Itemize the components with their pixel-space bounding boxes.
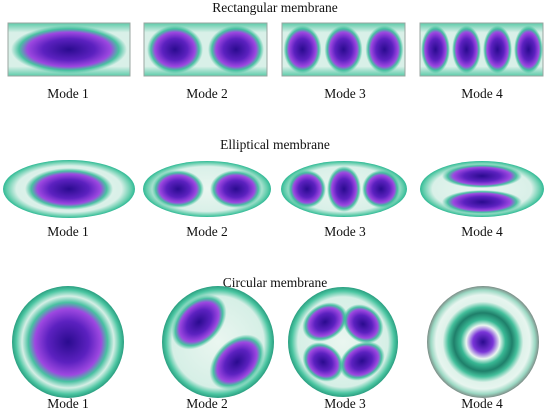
ellipse-mode-2-label: Mode 2: [186, 224, 228, 239]
rect-mode-2: [143, 22, 268, 77]
circle-mode-3-label: Mode 3: [324, 396, 366, 411]
ellipse-mode-3: [281, 161, 407, 217]
rect-mode-3: [281, 22, 406, 77]
ellipse-mode-3-label: Mode 3: [324, 224, 366, 239]
ellipse-mode-1-label: Mode 1: [47, 224, 89, 239]
section-title-rectangular: Rectangular membrane: [212, 0, 338, 15]
rect-mode-1: [7, 22, 131, 77]
section-title-circular: Circular membrane: [222, 275, 328, 290]
circle-mode-4: [427, 286, 539, 398]
ellipse-mode-4: [420, 161, 544, 217]
circle-mode-1-label: Mode 1: [47, 396, 89, 411]
circle-mode-2-label: Mode 2: [186, 396, 228, 411]
rect-mode-2-label: Mode 2: [186, 86, 228, 101]
section-title-elliptical: Elliptical membrane: [220, 137, 330, 152]
circle-mode-3: [288, 287, 398, 397]
ellipse-mode-4-label: Mode 4: [461, 224, 503, 239]
rect-mode-1-label: Mode 1: [47, 86, 89, 101]
circle-mode-4-label: Mode 4: [461, 396, 503, 411]
circle-mode-1: [12, 286, 124, 398]
rect-mode-4: [419, 22, 544, 77]
ellipse-mode-2: [143, 161, 271, 217]
rect-mode-4-label: Mode 4: [461, 86, 503, 101]
rect-mode-3-label: Mode 3: [324, 86, 366, 101]
circle-mode-2: [162, 286, 274, 398]
ellipse-mode-1: [3, 160, 135, 218]
